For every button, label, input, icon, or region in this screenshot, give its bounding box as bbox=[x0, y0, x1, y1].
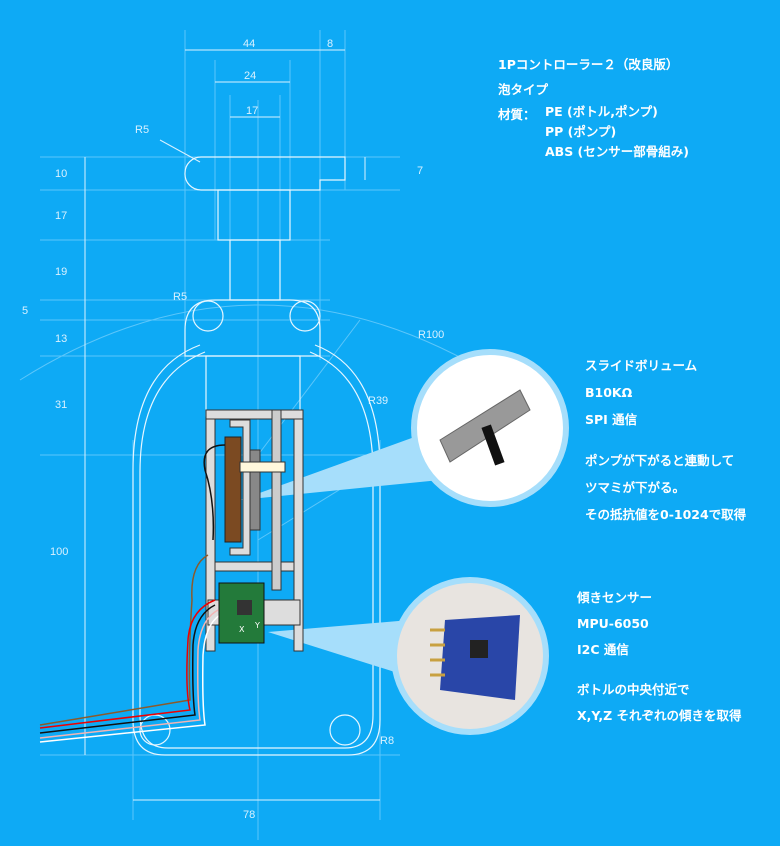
product-name: 1Pコントローラー２（改良版） bbox=[498, 57, 679, 72]
slider-callout-pointer bbox=[240, 435, 440, 500]
dim-44: 44 bbox=[243, 38, 255, 50]
radius-r5-cap: R5 bbox=[173, 291, 187, 303]
wires bbox=[39, 444, 226, 743]
sensor-name: 傾きセンサー bbox=[577, 590, 653, 605]
dim-100: 100 bbox=[50, 546, 68, 558]
sensor-photo-content bbox=[430, 615, 520, 700]
material-item: ABS (センサー部骨組み) bbox=[545, 144, 689, 159]
slider-desc: その抵抗値を0-1024で取得 bbox=[585, 507, 747, 522]
radius-r39: R39 bbox=[368, 395, 388, 407]
dim-17: 17 bbox=[55, 210, 67, 222]
axis-y-label: Y bbox=[254, 621, 260, 630]
sensor-desc: X,Y,Z それぞれの傾きを取得 bbox=[577, 708, 742, 723]
slider-photo-content bbox=[439, 389, 531, 466]
dim-7: 7 bbox=[417, 165, 423, 177]
dim-5: 5 bbox=[22, 305, 28, 317]
sensor-comm: I2C 通信 bbox=[577, 642, 629, 657]
product-type: 泡タイプ bbox=[498, 82, 549, 97]
dim-78: 78 bbox=[243, 809, 255, 821]
slider-rail bbox=[249, 449, 261, 531]
title-block: 1Pコントローラー２（改良版） 泡タイプ 材質： PE (ボトル,ポンプ) PP… bbox=[498, 54, 689, 172]
slider-comm: SPI 通信 bbox=[585, 412, 638, 427]
slider-knob bbox=[239, 461, 286, 473]
dim-8: 8 bbox=[327, 38, 333, 50]
dim-31: 31 bbox=[55, 399, 67, 411]
sensor-model: MPU-6050 bbox=[577, 616, 649, 631]
dim-17-top: 17 bbox=[246, 105, 258, 117]
dim-13: 13 bbox=[55, 333, 67, 345]
dim-19: 19 bbox=[55, 266, 67, 278]
slider-name: スライドボリューム bbox=[585, 358, 698, 373]
dimension-lines bbox=[84, 49, 380, 801]
radius-r100: R100 bbox=[418, 329, 444, 341]
material-item: PE (ボトル,ポンプ) bbox=[545, 104, 658, 119]
sensor-callout-pointer bbox=[268, 620, 420, 680]
slider-callout-text: スライドボリューム B10KΩ SPI 通信 ポンプが下がると連動して ツマミが… bbox=[585, 352, 746, 528]
dim-24: 24 bbox=[244, 70, 256, 82]
radius-r8: R8 bbox=[380, 735, 394, 747]
sensor-chip bbox=[237, 600, 252, 615]
slide-potentiometer bbox=[224, 436, 242, 543]
slider-resistance: B10KΩ bbox=[585, 385, 633, 400]
axis-x-label: X bbox=[239, 625, 245, 634]
slider-desc: ツマミが下がる。 bbox=[585, 480, 686, 495]
slider-desc: ポンプが下がると連動して bbox=[585, 453, 735, 468]
material-label: 材質： bbox=[498, 107, 536, 122]
material-item: PP (ポンプ) bbox=[545, 124, 617, 139]
dim-10: 10 bbox=[55, 168, 67, 180]
sensor-desc: ボトルの中央付近で bbox=[577, 682, 690, 697]
materials: 材質： PE (ボトル,ポンプ) PP (ポンプ) ABS (センサー部骨組み) bbox=[498, 104, 689, 168]
radius-r5-head: R5 bbox=[135, 124, 149, 136]
sensor-callout-text: 傾きセンサー MPU-6050 I2C 通信 ボトルの中央付近で X,Y,Z そ… bbox=[577, 585, 742, 729]
